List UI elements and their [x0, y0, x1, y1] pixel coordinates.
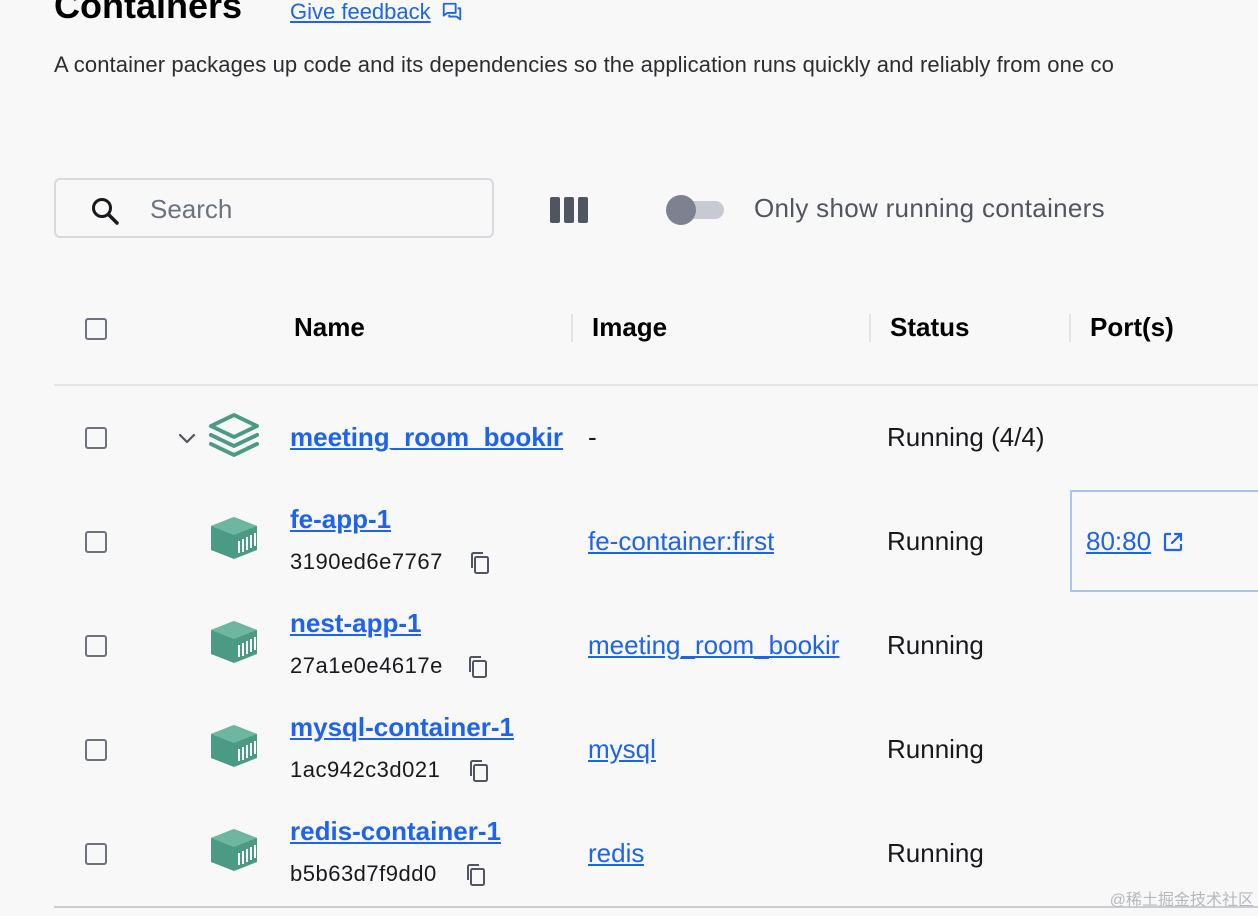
- container-name-link[interactable]: nest-app-1: [290, 608, 422, 638]
- external-link-icon: [1163, 532, 1183, 551]
- column-resize-handle[interactable]: [571, 314, 573, 342]
- container-icon: [211, 829, 257, 871]
- group-image: -: [588, 422, 597, 452]
- column-resize-handle[interactable]: [1069, 314, 1071, 342]
- copy-icon[interactable]: [469, 551, 491, 575]
- column-header-image[interactable]: Image: [592, 312, 668, 342]
- search-box[interactable]: [54, 178, 494, 238]
- row-checkbox[interactable]: [85, 427, 107, 449]
- container-icon: [211, 517, 257, 559]
- copy-icon[interactable]: [465, 863, 487, 887]
- container-icon: [211, 725, 257, 767]
- table-header-divider: [54, 384, 1258, 386]
- image-link[interactable]: mysql: [588, 734, 656, 764]
- toggle-knob: [666, 195, 696, 225]
- container-id: 27a1e0e4617e: [290, 653, 443, 678]
- table-bottom-divider: [54, 906, 1258, 908]
- container-status: Running: [887, 734, 984, 764]
- page-description: A container packages up code and its dep…: [54, 52, 1114, 77]
- copy-icon[interactable]: [468, 759, 490, 783]
- running-only-toggle[interactable]: [666, 195, 724, 225]
- group-status: Running (4/4): [887, 422, 1045, 452]
- container-icon: [211, 621, 257, 663]
- container-id: 1ac942c3d021: [290, 757, 441, 782]
- container-id: b5b63d7f9dd0: [290, 861, 437, 886]
- port-cell: 80:80: [1070, 490, 1258, 592]
- container-status: Running: [887, 526, 984, 556]
- column-header-status[interactable]: Status: [890, 312, 970, 342]
- port-label: 80:80: [1086, 526, 1152, 556]
- column-resize-handle[interactable]: [869, 314, 871, 342]
- container-status: Running: [887, 838, 984, 868]
- copy-icon[interactable]: [467, 655, 489, 679]
- search-icon: [92, 198, 119, 225]
- image-link[interactable]: fe-container:first: [588, 526, 775, 556]
- container-name-link[interactable]: mysql-container-1: [290, 712, 514, 742]
- select-all-checkbox[interactable]: [85, 318, 107, 340]
- row-checkbox[interactable]: [85, 531, 107, 553]
- image-link[interactable]: redis: [588, 838, 645, 868]
- running-only-label: Only show running containers: [754, 193, 1105, 223]
- feedback-icon: [442, 2, 461, 21]
- row-checkbox[interactable]: [85, 843, 107, 865]
- port-link[interactable]: 80:80: [1086, 526, 1185, 557]
- group-name-link[interactable]: meeting_room_bookir: [290, 422, 564, 452]
- column-header-name[interactable]: Name: [294, 312, 365, 342]
- stack-icon: [209, 413, 259, 457]
- row-checkbox[interactable]: [85, 635, 107, 657]
- search-input[interactable]: [150, 190, 470, 228]
- column-header-ports[interactable]: Port(s): [1090, 312, 1174, 342]
- page-title: Containers: [54, 0, 243, 26]
- watermark: @稀土掘金技术社区: [1109, 892, 1254, 909]
- container-name-link[interactable]: fe-app-1: [290, 504, 392, 534]
- give-feedback-link[interactable]: Give feedback: [290, 0, 463, 26]
- image-link[interactable]: meeting_room_bookir: [588, 630, 840, 660]
- container-name-link[interactable]: redis-container-1: [290, 816, 501, 846]
- columns-icon[interactable]: [549, 194, 589, 226]
- row-checkbox[interactable]: [85, 739, 107, 761]
- give-feedback-label: Give feedback: [290, 0, 431, 24]
- container-id: 3190ed6e7767: [290, 549, 443, 574]
- chevron-down-icon[interactable]: [176, 428, 198, 450]
- container-status: Running: [887, 630, 984, 660]
